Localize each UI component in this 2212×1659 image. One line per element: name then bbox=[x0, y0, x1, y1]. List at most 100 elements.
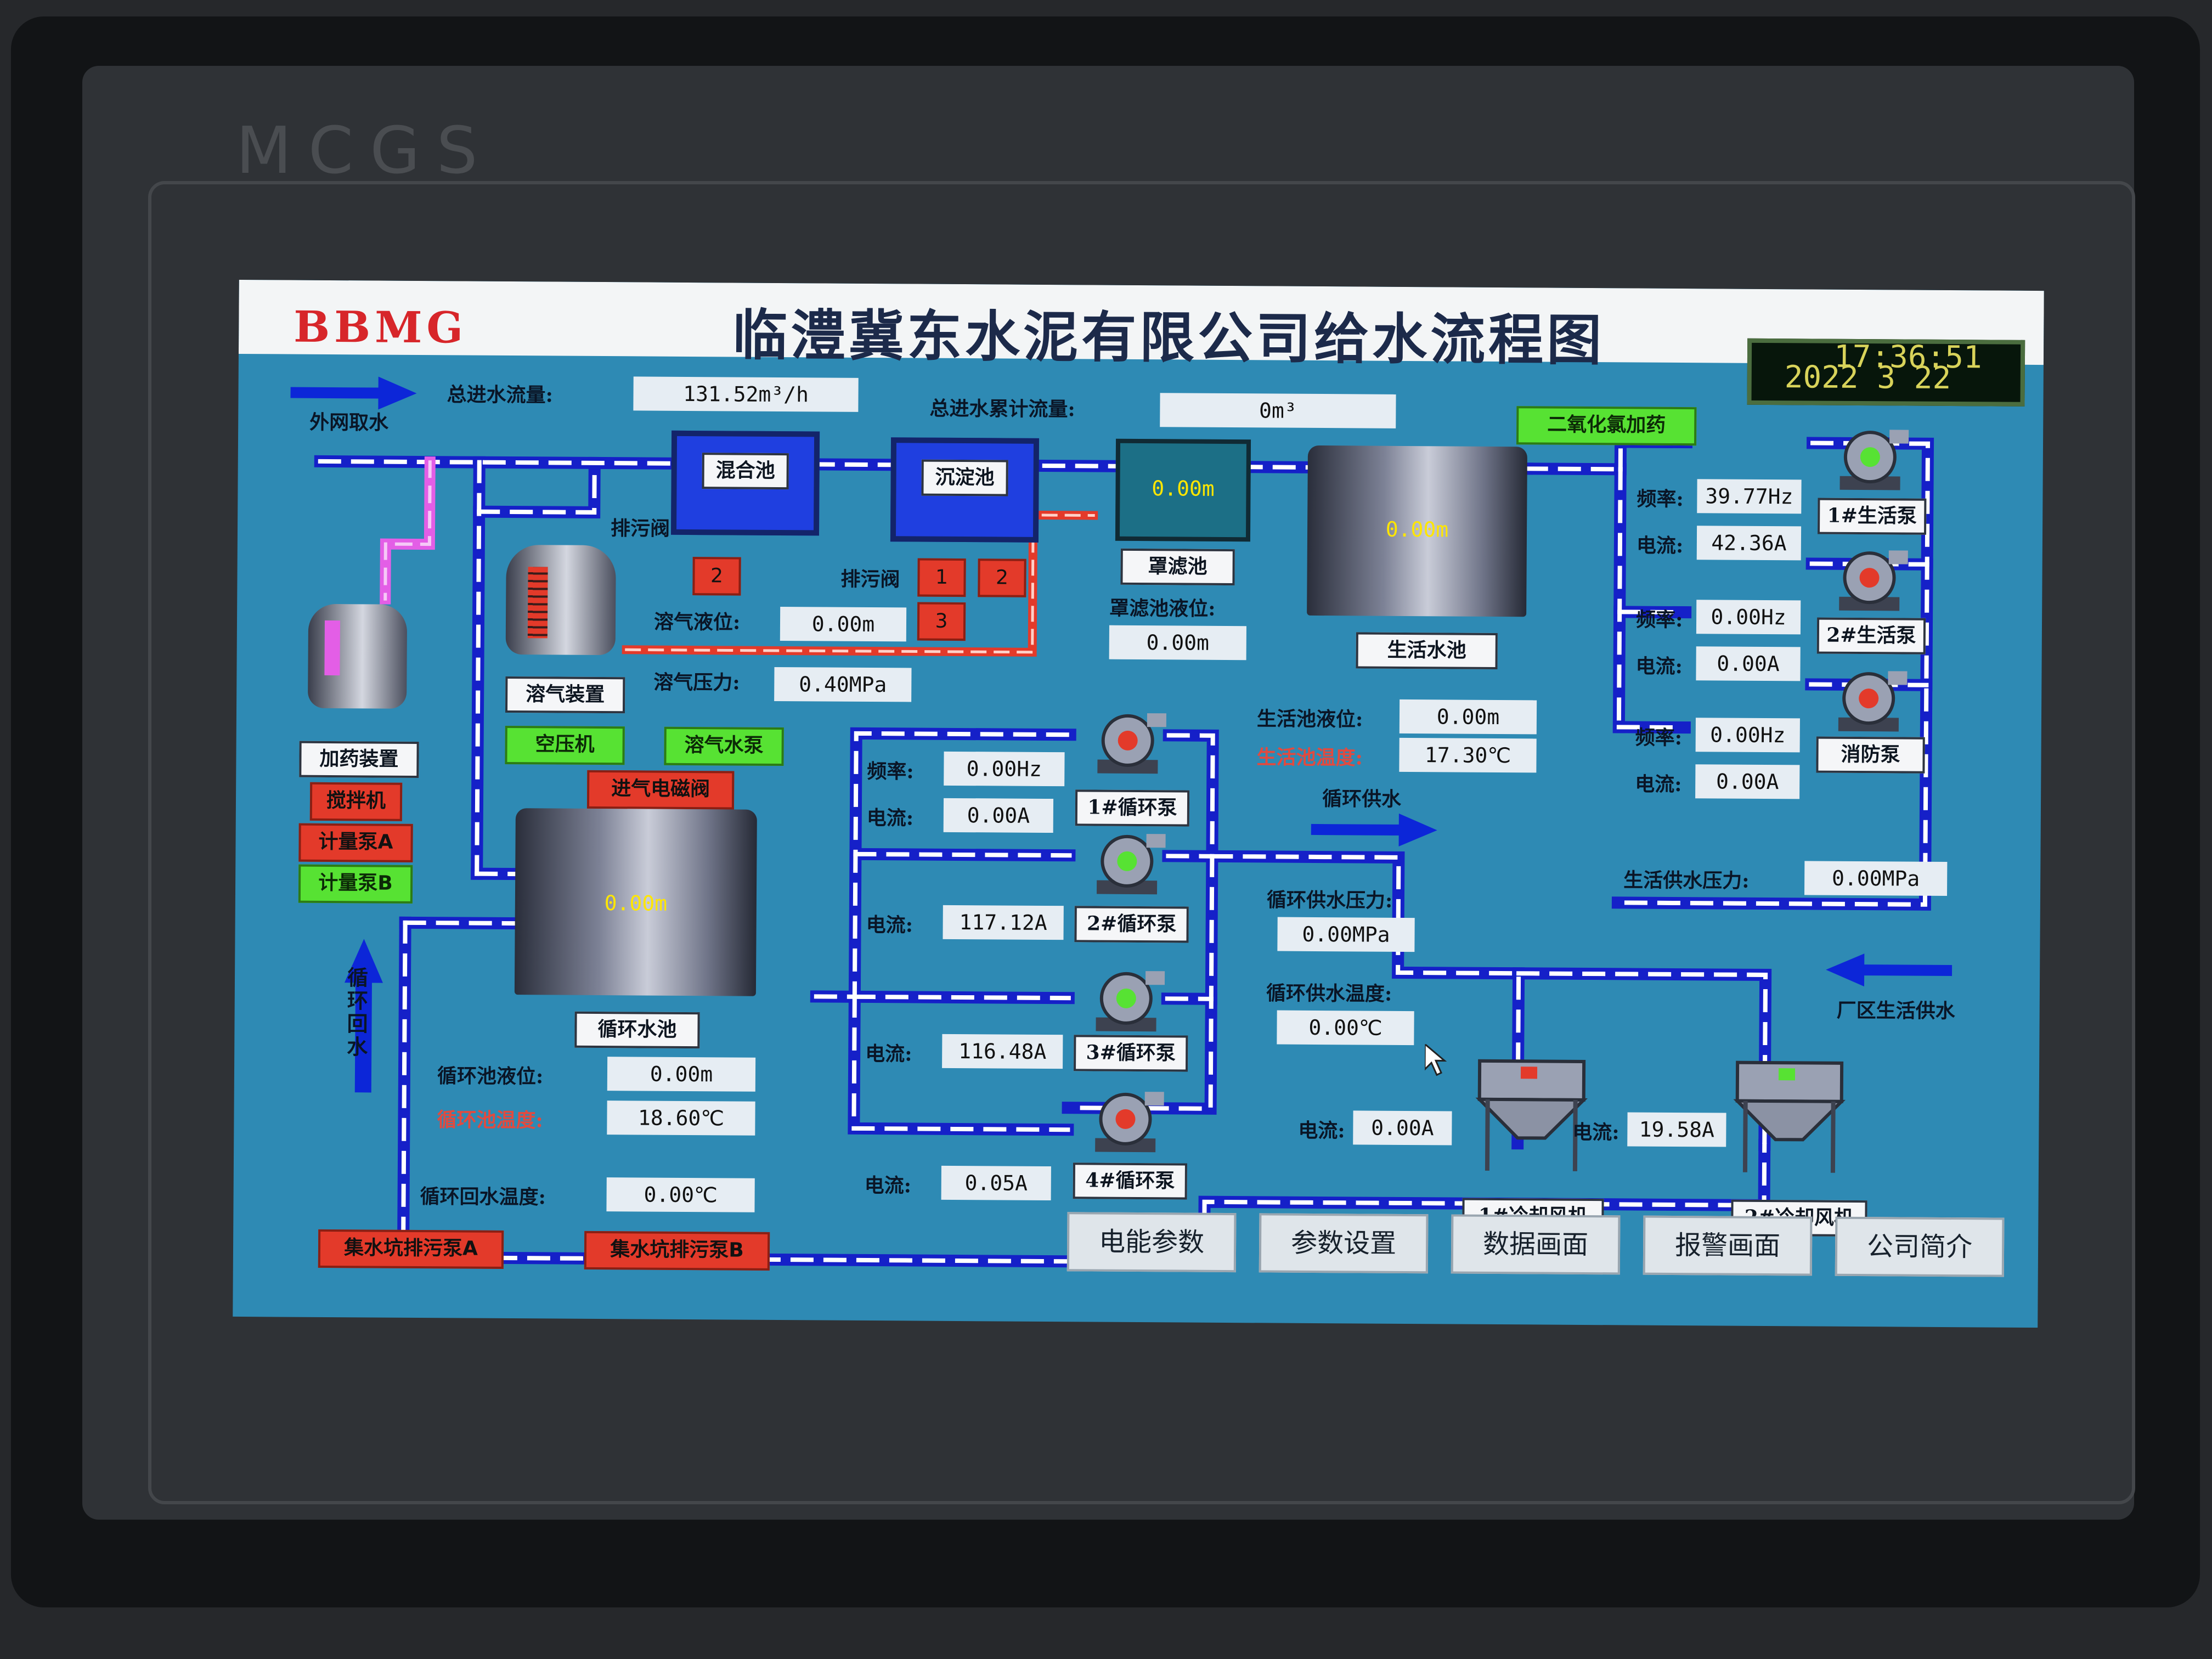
dosing-unit-icon bbox=[308, 603, 408, 709]
drain-valve-label-1: 排污阀 bbox=[610, 517, 670, 540]
cpump1-freq-value: 0.00Hz bbox=[944, 751, 1065, 787]
cpump2-current-value: 117.12A bbox=[943, 905, 1064, 940]
cpump1-current-label: 电流: bbox=[866, 806, 914, 830]
cpump1-freq-label: 频率: bbox=[867, 759, 914, 783]
drain-valve-3-button[interactable]: 3 bbox=[917, 602, 966, 641]
dissolved-air-pressure-label: 溶气压力: bbox=[653, 670, 740, 695]
dosing-device-label: 加药装置 bbox=[299, 741, 419, 778]
dissolved-air-pump-button[interactable]: 溶气水泵 bbox=[664, 726, 784, 766]
nav-energy-params[interactable]: 电能参数 bbox=[1066, 1212, 1237, 1273]
cpump3-label: 3#循环泵 bbox=[1074, 1035, 1188, 1072]
domestic-supply-pressure-value: 0.00MPa bbox=[1804, 861, 1948, 896]
domestic-level-label: 生活池液位: bbox=[1256, 707, 1363, 731]
total-flow-value: 131.52m³/h bbox=[633, 376, 859, 412]
dpump2-current-value: 0.00A bbox=[1696, 646, 1801, 681]
circulation-return-temp-label: 循环回水温度: bbox=[420, 1185, 546, 1209]
filter-tank-value: 0.00m bbox=[1152, 476, 1215, 501]
dissolved-air-device-label: 溶气装置 bbox=[505, 676, 625, 714]
circulating-tank-value: 0.00m bbox=[604, 891, 668, 916]
fan2-current-label: 电流: bbox=[1572, 1120, 1620, 1144]
circulation-supply-temp-value: 0.00℃ bbox=[1277, 1010, 1414, 1046]
dpump2-current-label: 电流: bbox=[1635, 654, 1683, 679]
mouse-cursor-icon bbox=[1424, 1044, 1447, 1076]
cpump1-current-value: 0.00A bbox=[943, 798, 1054, 833]
settling-tank: 沉淀池 bbox=[890, 437, 1040, 543]
cpump2-label: 2#循环泵 bbox=[1074, 906, 1189, 943]
nav-alarm-screen[interactable]: 报警画面 bbox=[1643, 1215, 1813, 1276]
filter-tank: 0.00m bbox=[1115, 438, 1251, 542]
air-compressor-button[interactable]: 空压机 bbox=[505, 725, 625, 765]
dpump1-label: 1#生活泵 bbox=[1818, 498, 1927, 535]
metering-pump-a-button[interactable]: 计量泵A bbox=[298, 823, 413, 862]
nav-data-screen[interactable]: 数据画面 bbox=[1451, 1214, 1621, 1275]
cpump4-label: 4#循环泵 bbox=[1073, 1163, 1187, 1200]
device-brand: MCGS bbox=[236, 112, 494, 188]
air-solenoid-valve-button[interactable]: 进气电磁阀 bbox=[586, 770, 735, 810]
domestic-tank-label: 生活水池 bbox=[1356, 632, 1498, 669]
dpump1-current-label: 电流: bbox=[1636, 534, 1684, 558]
dpump2-freq-value: 0.00Hz bbox=[1696, 600, 1801, 635]
circulation-supply-pressure-value: 0.00MPa bbox=[1277, 917, 1415, 952]
cumulative-flow-label: 总进水累计流量: bbox=[929, 397, 1075, 421]
dpump1-freq-label: 频率: bbox=[1637, 487, 1684, 511]
plant-domestic-supply-label: 厂区生活供水 bbox=[1836, 998, 1955, 1023]
drain-valve-1-button[interactable]: 1 bbox=[917, 558, 966, 597]
dpump2-freq-label: 频率: bbox=[1635, 608, 1683, 632]
circulation-return-temp-value: 0.00℃ bbox=[606, 1177, 755, 1212]
dissolved-air-level-value: 0.00m bbox=[780, 607, 907, 642]
drain-valve-label-2: 排污阀 bbox=[840, 567, 900, 591]
cumulative-flow-value: 0m³ bbox=[1160, 393, 1396, 428]
drain-valve-2-button[interactable]: 2 bbox=[692, 557, 741, 596]
circulation-temp-label: 循环池温度: bbox=[437, 1108, 543, 1132]
nav-parameter-settings[interactable]: 参数设置 bbox=[1259, 1213, 1429, 1274]
cpump3-current-label: 电流: bbox=[865, 1042, 912, 1066]
cpump3-current-value: 116.48A bbox=[942, 1034, 1063, 1069]
sump-pump-a-button[interactable]: 集水坑排污泵A bbox=[318, 1229, 504, 1269]
circulation-supply-label: 循环供水 bbox=[1322, 787, 1402, 811]
circulation-temp-value: 18.60℃ bbox=[607, 1101, 755, 1136]
domestic-temp-label: 生活池温度: bbox=[1256, 746, 1363, 770]
circulation-return-arrow-icon bbox=[344, 939, 383, 1093]
settling-tank-label: 沉淀池 bbox=[921, 459, 1008, 496]
domestic-supply-pressure-label: 生活供水压力: bbox=[1623, 868, 1750, 893]
cooling-fan-1-icon[interactable] bbox=[1468, 1056, 1595, 1182]
sump-pump-b-button[interactable]: 集水坑排污泵B bbox=[584, 1231, 770, 1271]
company-logo: BBMG bbox=[294, 302, 468, 353]
total-flow-label: 总进水流量: bbox=[447, 383, 553, 407]
cpump4-current-label: 电流: bbox=[864, 1173, 912, 1198]
mixer-button[interactable]: 搅拌机 bbox=[309, 782, 403, 821]
cpump1-icon[interactable] bbox=[1086, 707, 1169, 779]
cpump1-label: 1#循环泵 bbox=[1075, 789, 1190, 827]
fire-pump-freq-value: 0.00Hz bbox=[1695, 718, 1800, 753]
intake-label: 外网取水 bbox=[309, 410, 389, 435]
page-title: 临澧冀东水泥有限公司给水流程图 bbox=[732, 302, 1605, 373]
filter-level-value: 0.00m bbox=[1109, 625, 1246, 661]
dissolved-air-level-label: 溶气液位: bbox=[653, 610, 741, 634]
chlorine-dosing-button[interactable]: 二氧化氯加药 bbox=[1516, 406, 1697, 446]
drain-valve-2b-button[interactable]: 2 bbox=[978, 558, 1026, 597]
cpump2-icon[interactable] bbox=[1086, 828, 1169, 900]
nav-company-profile[interactable]: 公司简介 bbox=[1835, 1216, 2005, 1277]
circulation-supply-pressure-label: 循环供水压力: bbox=[1266, 888, 1393, 912]
circulation-level-label: 循环池液位: bbox=[437, 1064, 544, 1088]
dpump2-icon[interactable] bbox=[1828, 545, 1911, 617]
dpump2-label: 2#生活泵 bbox=[1816, 617, 1926, 654]
clock-date: 2022 3 22 bbox=[1784, 359, 1951, 397]
fire-pump-icon[interactable] bbox=[1827, 665, 1910, 737]
filter-tank-label: 罩滤池 bbox=[1120, 548, 1235, 586]
metering-pump-b-button[interactable]: 计量泵B bbox=[298, 864, 413, 904]
hmi-screen: BBMG 临澧冀东水泥有限公司给水流程图 17:36:51 2022 3 22 … bbox=[233, 279, 2044, 1328]
cpump4-icon[interactable] bbox=[1084, 1086, 1167, 1158]
fan1-current-label: 电流: bbox=[1298, 1119, 1345, 1143]
dpump1-icon[interactable] bbox=[1829, 424, 1911, 496]
fan2-current-value: 19.58A bbox=[1627, 1112, 1726, 1147]
circulation-supply-temp-label: 循环供水温度: bbox=[1266, 981, 1392, 1006]
fire-pump-label: 消防泵 bbox=[1816, 736, 1925, 774]
domestic-temp-value: 17.30℃ bbox=[1399, 737, 1537, 773]
cpump3-icon[interactable] bbox=[1085, 965, 1167, 1037]
circulation-return-label: 循环回水 bbox=[347, 965, 369, 1059]
plant-supply-arrow-icon bbox=[1826, 953, 1953, 987]
dissolved-air-pressure-value: 0.40MPa bbox=[774, 667, 912, 702]
cooling-fan-2-icon[interactable] bbox=[1726, 1057, 1853, 1184]
circulation-level-value: 0.00m bbox=[607, 1057, 756, 1092]
